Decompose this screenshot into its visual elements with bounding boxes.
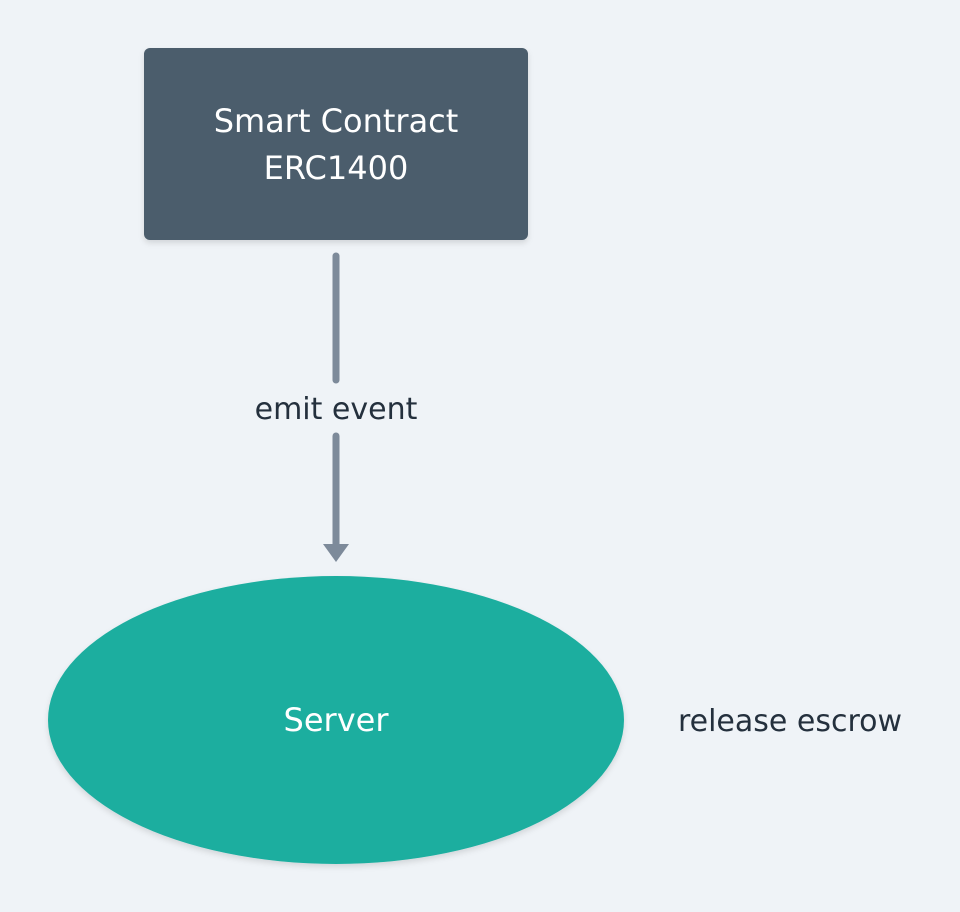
server-node[interactable]: Server (48, 576, 624, 864)
contract-node[interactable]: Smart Contract ERC1400 (144, 48, 528, 240)
contract-node-box (144, 48, 528, 240)
server-node-ellipse (48, 576, 624, 864)
arrowhead-icon (323, 544, 349, 562)
release-escrow-label: release escrow (678, 704, 902, 739)
edge-label: emit event (255, 392, 418, 427)
edge-contract-to-server: emit event (255, 252, 418, 562)
server-node-label: Server (284, 701, 390, 739)
contract-node-subtitle: ERC1400 (264, 149, 409, 187)
contract-node-title: Smart Contract (214, 102, 459, 140)
